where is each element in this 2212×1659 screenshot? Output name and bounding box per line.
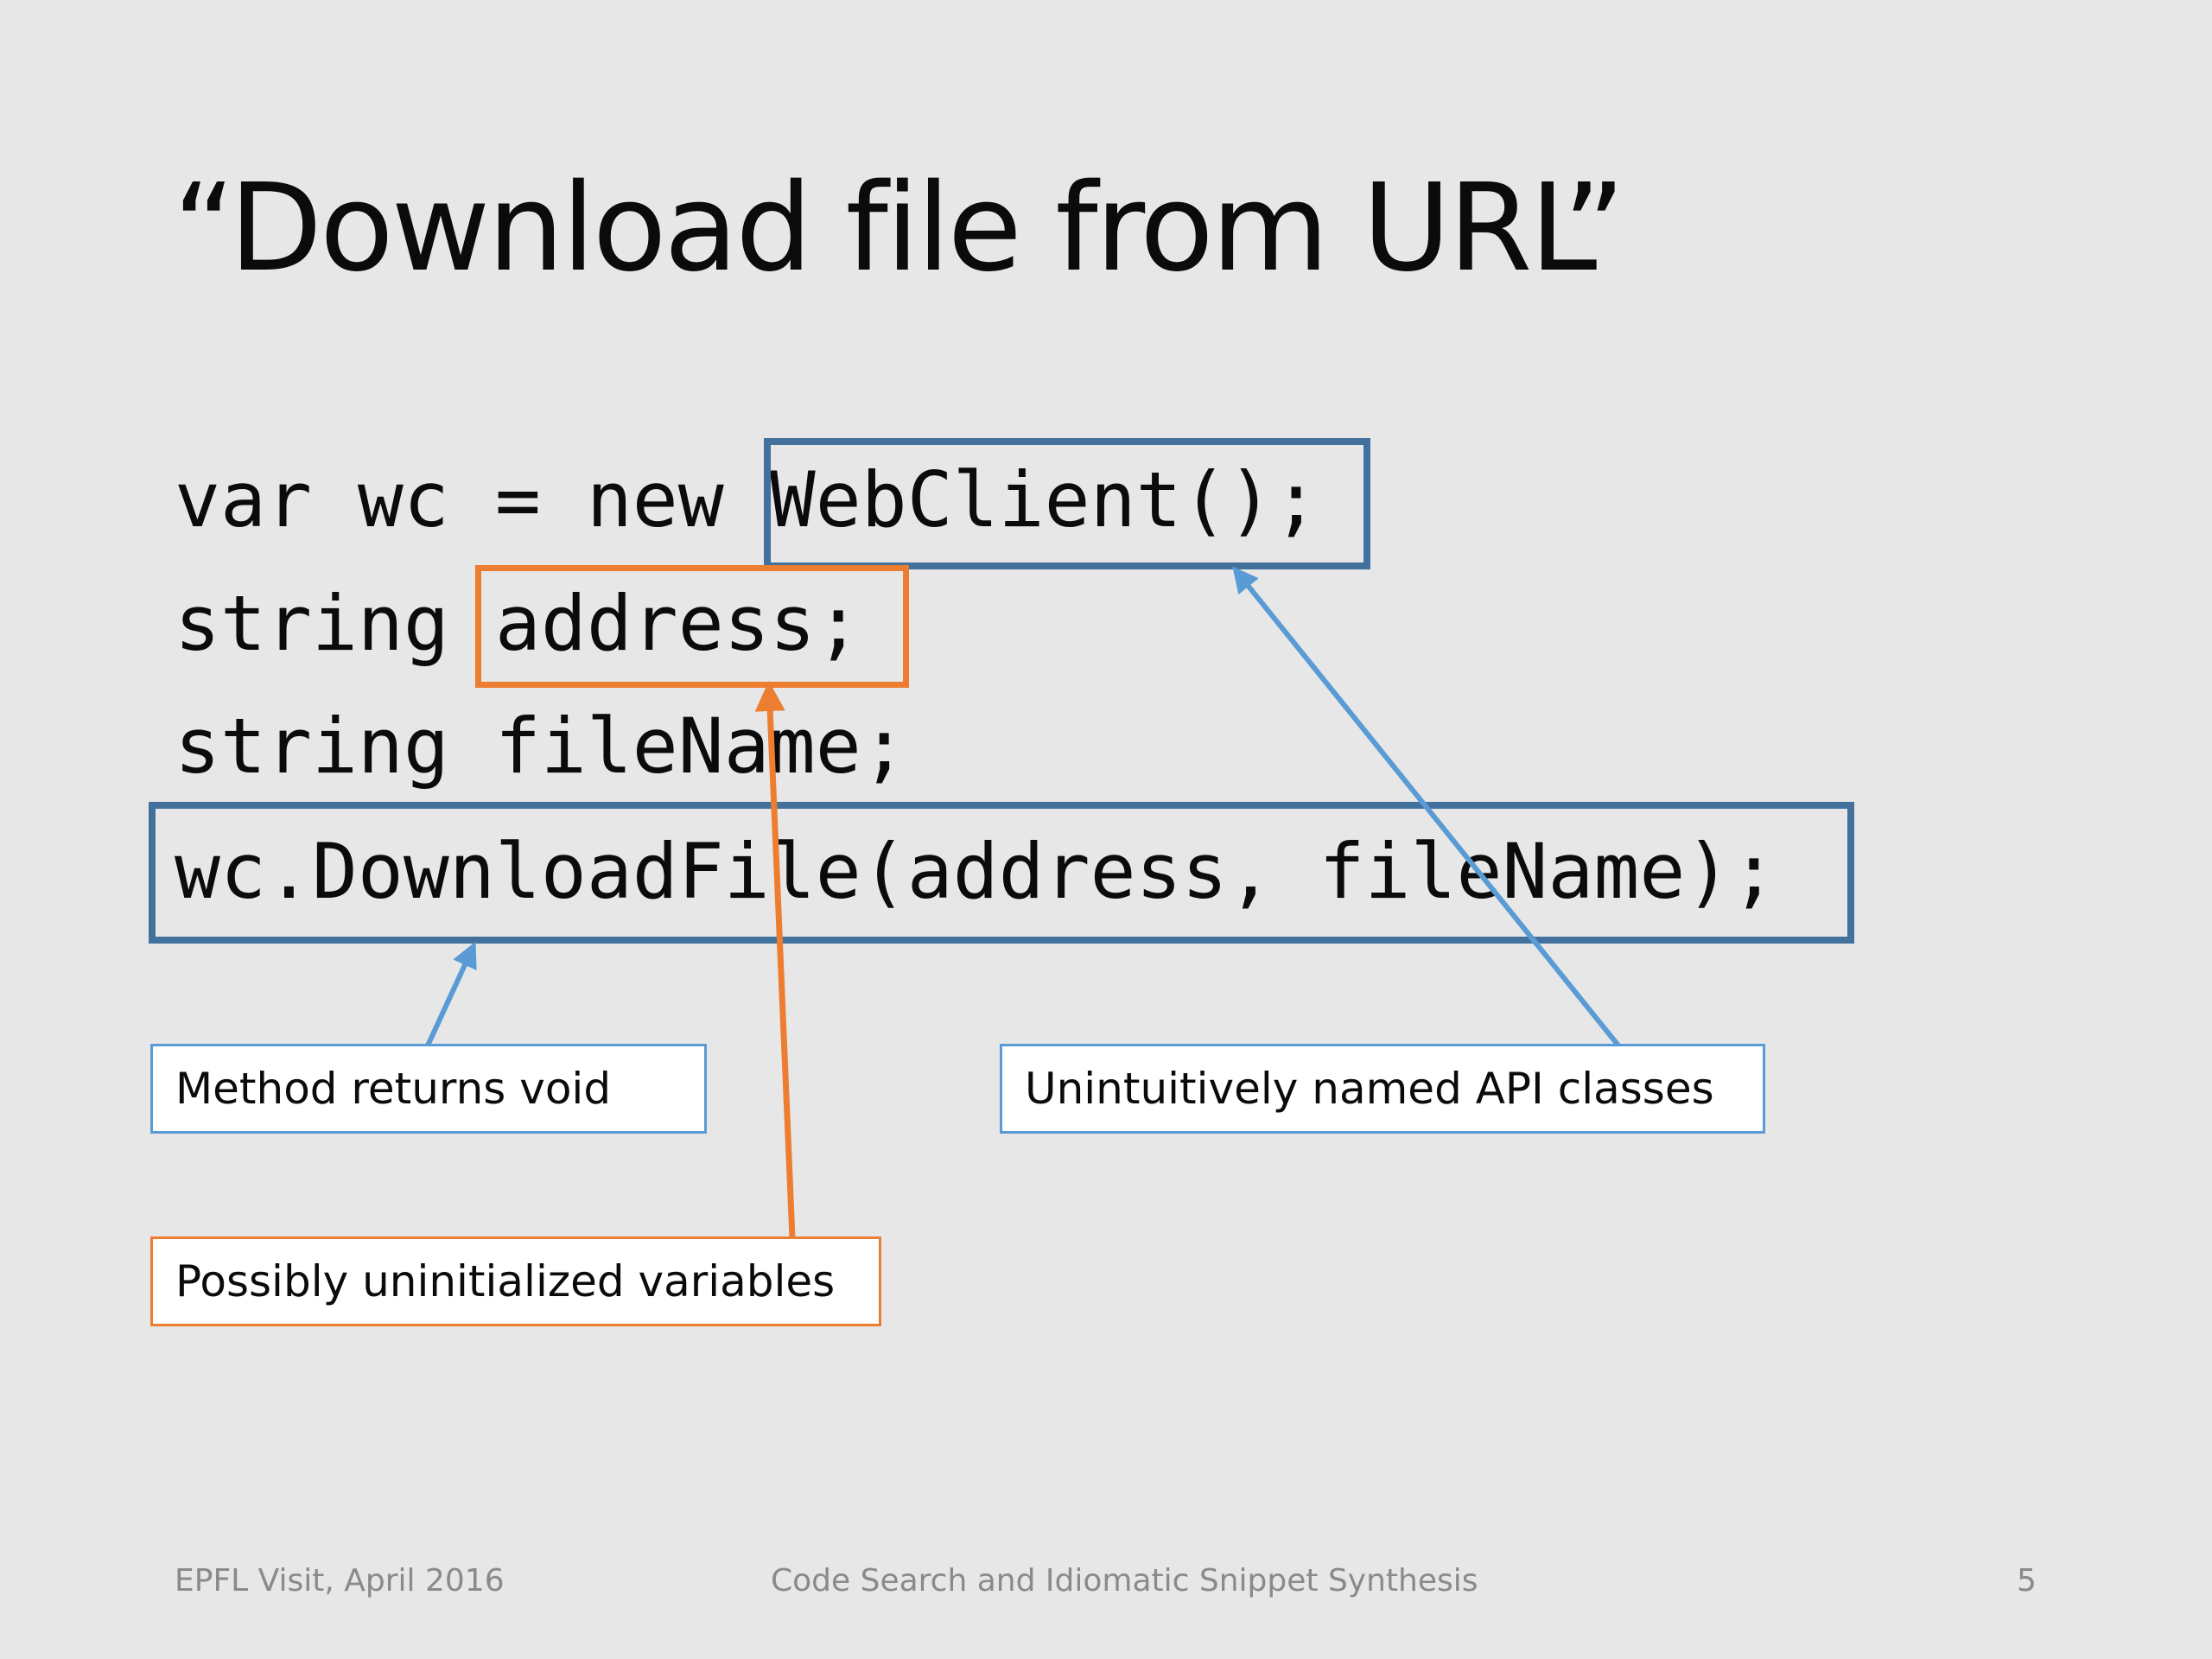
code-line-4: wc.DownloadFile(address, fileName); xyxy=(175,827,1777,916)
callout-uninitialized-variables: Possibly uninitialized variables xyxy=(150,1236,881,1326)
arrow-method-to-call xyxy=(425,941,477,1047)
footer-center: Code Search and Idiomatic Snippet Synthe… xyxy=(771,1563,1478,1599)
code-line-3: string fileName; xyxy=(175,702,907,791)
code-line-1: var wc = new WebClient(); xyxy=(175,455,1319,544)
callout-method-returns-void: Method returns void xyxy=(150,1044,707,1134)
arrow-vars-to-address xyxy=(754,681,796,1239)
webclient-highlight-box xyxy=(764,438,1370,569)
page-number: 5 xyxy=(2017,1563,2037,1599)
footer-left: EPFL Visit, April 2016 xyxy=(175,1563,505,1599)
callout-api-classes: Unintuitively named API classes xyxy=(1000,1044,1765,1134)
slide-title: “Download file from URL” xyxy=(173,158,1625,299)
address-highlight-box xyxy=(475,565,909,688)
arrow-api-to-webclient xyxy=(1232,566,1621,1047)
downloadfile-highlight-box xyxy=(149,802,1854,944)
code-line-2: string address; xyxy=(175,579,861,668)
